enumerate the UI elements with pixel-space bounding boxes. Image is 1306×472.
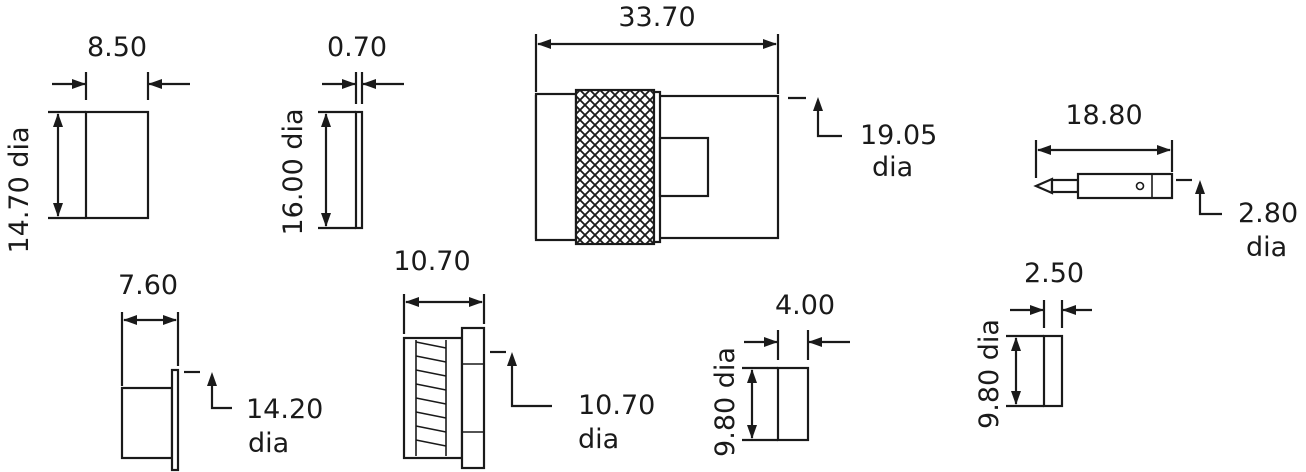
cap-diameter-label: 14.70 dia: [4, 126, 35, 253]
sleeve-width-label: 7.60: [118, 270, 178, 301]
pin-diameter-unit: dia: [1246, 232, 1287, 263]
contact-pin-part: 18.80 2.80 dia: [1033, 100, 1298, 263]
washer-thickness-label: 0.70: [327, 32, 387, 63]
cap-width-label: 8.50: [87, 32, 147, 63]
body-diameter-unit: dia: [872, 152, 913, 183]
insulator-width-label: 2.50: [1024, 258, 1084, 289]
sleeve-diameter-value: 14.20: [246, 394, 323, 425]
ring-width-label: 4.00: [775, 290, 835, 321]
end-cap-part: 8.50 14.70 dia: [4, 32, 190, 254]
washer-diameter-label: 16.00 dia: [278, 108, 309, 235]
body-length-label: 33.70: [618, 2, 695, 33]
washer-part: 0.70 16.00 dia: [278, 32, 404, 236]
pin-length-label: 18.80: [1065, 100, 1142, 131]
threaded-nut-part: 10.70 10.70 dia: [393, 246, 655, 470]
sleeve-diameter-unit: dia: [248, 428, 289, 459]
nut-diameter-value: 10.70: [578, 390, 655, 421]
nut-diameter-unit: dia: [578, 424, 619, 455]
ring-part: 4.00 9.80 dia: [710, 290, 850, 457]
pin-diameter-value: 2.80: [1238, 198, 1298, 229]
body-diameter-value: 19.05: [860, 120, 937, 151]
ring-diameter-label: 9.80 dia: [710, 347, 741, 457]
connector-body-part: 33.70 19.05 dia: [534, 2, 937, 246]
sleeve-part: 7.60 14.20 dia: [118, 270, 323, 472]
insulator-diameter-label: 9.80 dia: [974, 319, 1005, 429]
insulator-disc-part: 2.50 9.80 dia: [974, 258, 1092, 429]
nut-length-label: 10.70: [393, 246, 470, 277]
